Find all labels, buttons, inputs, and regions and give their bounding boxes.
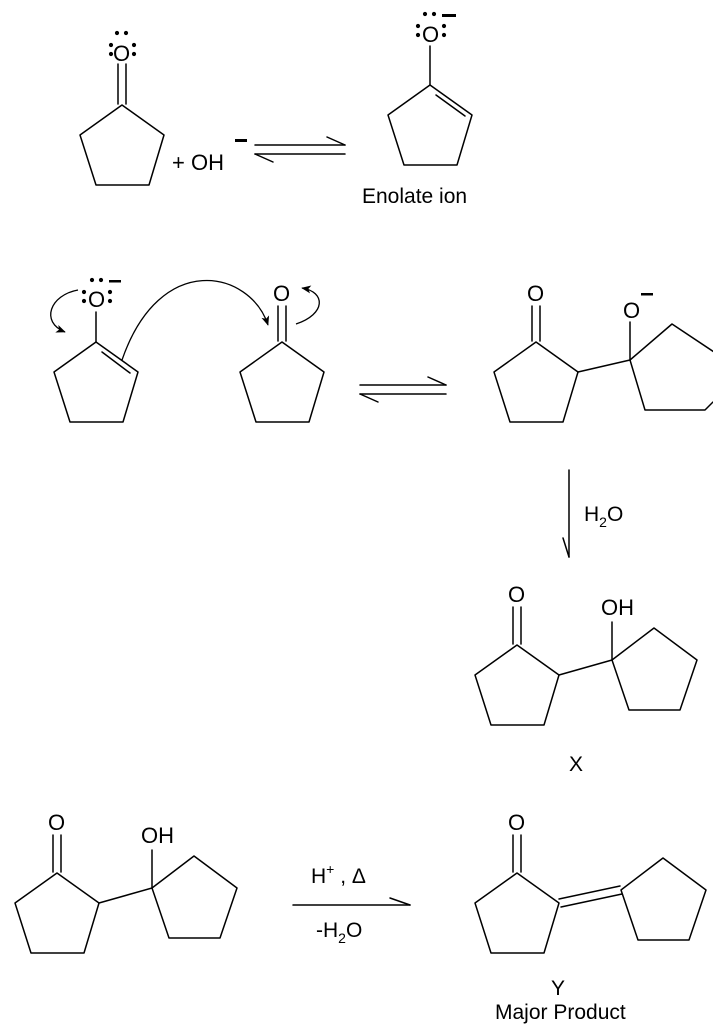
enolate-ion-structure: O <box>387 11 473 166</box>
alkoxide-oxygen: O <box>623 298 640 323</box>
enolate-oxygen: O <box>422 22 439 47</box>
hydroxide-ion: + OH <box>172 139 247 175</box>
aldol-product-x: O OH <box>474 582 698 726</box>
electrophile-oxygen: O <box>273 281 290 306</box>
acid-heat-conditions: H+ , Δ <box>311 861 366 888</box>
enone-product-y: O <box>474 810 707 954</box>
major-product-label: Major Product <box>495 1001 626 1024</box>
product-x-label: X <box>569 753 583 776</box>
x-hydroxyl: OH <box>601 595 634 620</box>
equilibrium-arrow-icon <box>359 376 447 403</box>
adduct-carbonyl-oxygen: O <box>527 281 544 306</box>
curved-arrow-icon <box>50 279 320 361</box>
enolate-nucleophile-oxygen: O <box>88 287 105 312</box>
aldol-product-x-copy: O OH <box>14 810 238 954</box>
product-y-label: Y <box>551 977 565 1000</box>
plus-hydroxide-text: + OH <box>172 150 224 175</box>
cyclopentanone-reactant: O <box>79 30 165 186</box>
equilibrium-arrow-icon <box>254 136 346 163</box>
carbonyl-oxygen: O <box>113 41 130 66</box>
x-carbonyl-oxygen: O <box>508 582 525 607</box>
water-reagent: H2O <box>584 503 623 530</box>
y-carbonyl-oxygen: O <box>508 810 525 835</box>
alkoxide-adduct: O O <box>493 281 713 423</box>
enolate-ion-label: Enolate ion <box>362 185 467 208</box>
x-copy-carbonyl-oxygen: O <box>48 810 65 835</box>
x-copy-hydroxyl: OH <box>141 823 174 848</box>
reaction-arrow-icon <box>562 469 570 558</box>
cyclopentanone-electrophile: O <box>239 281 325 423</box>
dehydration-conditions: -H2O <box>316 919 362 946</box>
enolate-nucleophile: O <box>53 277 139 423</box>
reaction-arrow-icon <box>292 897 411 906</box>
